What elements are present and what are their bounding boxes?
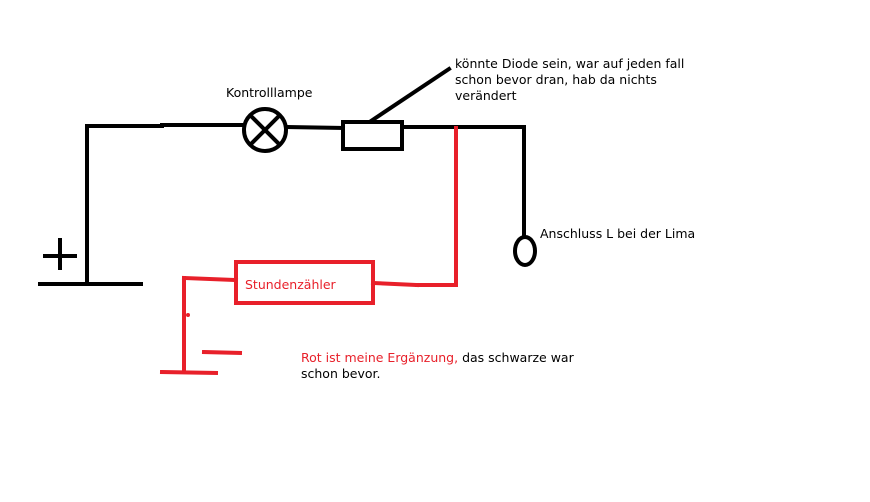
- diode-note: könnte Diode sein, war auf jeden fall sc…: [455, 56, 684, 104]
- terminal-l-icon: [513, 235, 537, 267]
- red-wire-to-meter-join: [370, 280, 420, 288]
- control-lamp-cross-b: [248, 113, 282, 147]
- wire-lamp-to-component: [284, 124, 346, 131]
- legend-black-part: das schwarze war: [458, 350, 574, 365]
- terminal-l-label: Anschluss L bei der Lima: [540, 226, 696, 241]
- ground-symbol-short: [201, 349, 243, 356]
- hour-meter-label: Stundenzähler: [245, 277, 336, 292]
- original-wiring: [38, 66, 537, 286]
- control-lamp-label: Kontrolllampe: [226, 85, 313, 100]
- legend-red-part: Rot ist meine Ergänzung,: [301, 350, 459, 365]
- addition-wiring: [159, 126, 458, 376]
- red-dot: [186, 313, 190, 317]
- legend-note: Rot ist meine Ergänzung, das schwarze wa…: [301, 350, 574, 382]
- red-wire-meter-to-ground: [181, 275, 239, 283]
- ground-symbol-long: [159, 369, 219, 376]
- legend-black-part-line-2: schon bevor.: [301, 366, 381, 381]
- hour-meter-box: [234, 260, 375, 305]
- control-lamp-icon: [242, 107, 288, 153]
- diode-note-line-3: verändert: [455, 88, 517, 103]
- note-pointer-line: [368, 66, 452, 124]
- diode-component-icon: [341, 120, 404, 151]
- diode-note-line-2: schon bevor dran, hab da nichts: [455, 72, 657, 87]
- diode-note-line-1: könnte Diode sein, war auf jeden fall: [455, 56, 685, 71]
